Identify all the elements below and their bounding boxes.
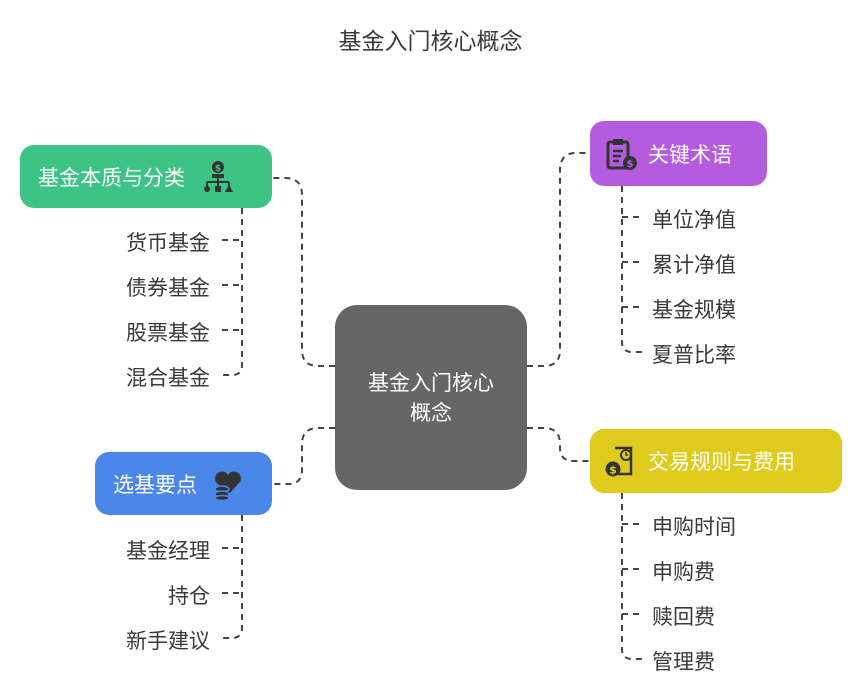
- leaf-item[interactable]: 混合基金: [126, 366, 210, 390]
- connector-purple-items: [621, 186, 642, 353]
- connector-purple: [527, 152, 590, 367]
- leaf-item[interactable]: 单位净值: [652, 208, 736, 232]
- branch-label: 基金本质与分类: [38, 165, 185, 190]
- branch-node-selection[interactable]: 选基要点: [95, 452, 272, 515]
- center-label: 基金入门核心概念: [368, 370, 494, 425]
- leaf-item[interactable]: 新手建议: [126, 629, 210, 653]
- connector-yellow: [527, 427, 590, 462]
- branch-label: 选基要点: [113, 472, 197, 497]
- leaf-item[interactable]: 基金经理: [126, 539, 210, 563]
- leaf-item[interactable]: 持仓: [168, 584, 210, 608]
- svg-text:$: $: [215, 164, 221, 174]
- branch-node-terms[interactable]: $ 关键术语: [590, 121, 767, 186]
- clipboard-dollar-icon: $: [606, 138, 637, 170]
- document-clock-dollar-icon: $: [605, 446, 633, 477]
- connector-blue-items: [222, 515, 243, 639]
- connector-blue: [272, 427, 335, 485]
- leaf-item[interactable]: 股票基金: [126, 321, 210, 345]
- leaf-item[interactable]: 管理费: [652, 650, 715, 674]
- leaf-item[interactable]: 申购时间: [652, 515, 736, 539]
- leaf-item[interactable]: 累计净值: [652, 253, 736, 277]
- connector-green-items: [222, 208, 243, 376]
- diagram-title: 基金入门核心概念: [338, 29, 523, 55]
- branch-node-classification[interactable]: 基金本质与分类 $: [20, 145, 272, 208]
- leaf-item[interactable]: 货币基金: [126, 231, 210, 255]
- svg-text:$: $: [609, 464, 617, 477]
- leaf-item[interactable]: 赎回费: [652, 605, 715, 629]
- branch-label: 关键术语: [648, 142, 732, 167]
- svg-text:$: $: [627, 159, 634, 170]
- branch-node-trading[interactable]: $ 交易规则与费用: [590, 429, 842, 493]
- connector-yellow-items: [621, 493, 642, 660]
- leaf-item[interactable]: 债券基金: [126, 276, 210, 300]
- heart-coins-icon: [214, 471, 241, 501]
- leaf-item[interactable]: 夏普比率: [652, 343, 736, 367]
- connector-green: [272, 177, 335, 367]
- leaf-item[interactable]: 基金规模: [652, 298, 736, 322]
- money-hierarchy-icon: $: [204, 160, 233, 192]
- center-node[interactable]: 基金入门核心概念: [335, 305, 527, 490]
- branch-label: 交易规则与费用: [648, 450, 795, 474]
- leaf-item[interactable]: 申购费: [652, 560, 715, 584]
